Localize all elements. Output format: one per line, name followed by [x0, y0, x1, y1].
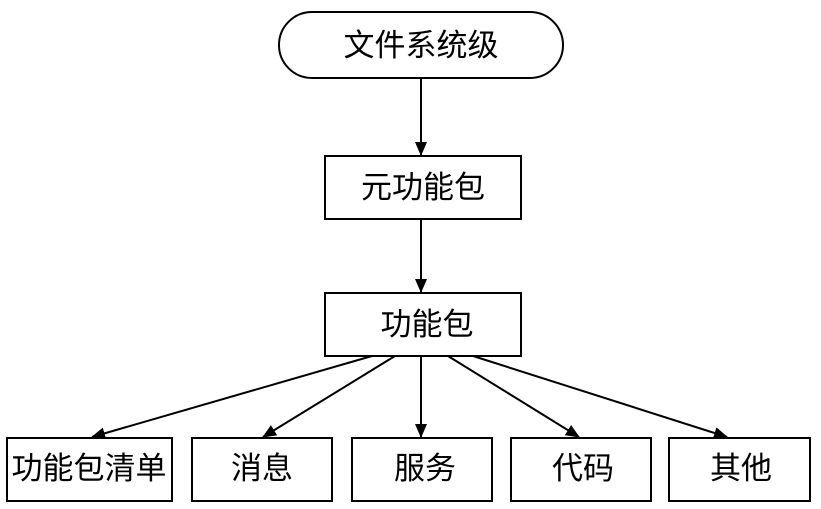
package-label: 功能包: [381, 307, 474, 343]
edge-package-to-code: [447, 355, 580, 438]
code-label: 代码: [552, 451, 614, 487]
package-manifest-shape: [6, 437, 173, 502]
node-services: 服务: [351, 437, 493, 502]
edge-package-to-others: [472, 355, 728, 439]
meta-package-shape: [324, 155, 522, 220]
others-shape: [668, 437, 811, 502]
root-label: 文件系统级: [344, 28, 499, 64]
edges: [91, 78, 728, 440]
messages-shape: [191, 437, 333, 502]
code-shape: [510, 437, 652, 502]
edge-package-to-package-manifest: [91, 355, 373, 440]
meta-package-label: 元功能包: [361, 170, 485, 206]
node-meta-package: 元功能包: [324, 155, 522, 220]
services-shape: [351, 437, 493, 502]
node-package: 功能包: [324, 292, 522, 357]
node-messages: 消息: [191, 437, 333, 502]
messages-label: 消息: [231, 451, 293, 487]
package-manifest-label: 功能包清单: [12, 451, 167, 487]
others-label: 其他: [710, 451, 772, 487]
edge-package-to-messages: [262, 355, 396, 438]
node-others: 其他: [668, 437, 811, 502]
node-package-manifest: 功能包清单: [6, 437, 173, 502]
services-label: 服务: [394, 451, 456, 487]
package-shape: [324, 292, 522, 357]
node-root: 文件系统级: [278, 11, 564, 79]
node-code: 代码: [510, 437, 652, 502]
root-shape: [278, 11, 564, 79]
